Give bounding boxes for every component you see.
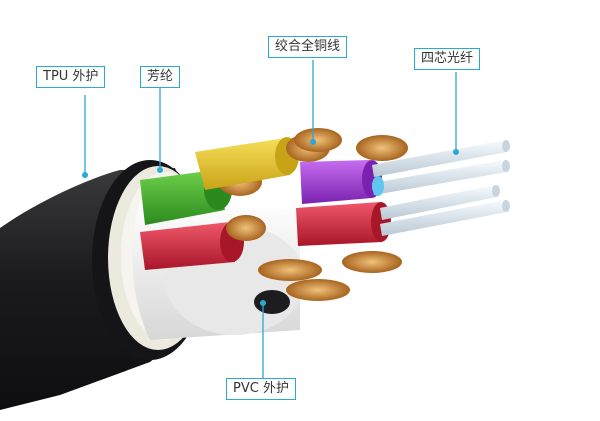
red-conductor-left-copper [226, 215, 266, 241]
label-four-fiber: 四芯光纤 [414, 48, 481, 70]
fiber-1 [372, 140, 507, 177]
fiber-4 [380, 200, 507, 236]
copper-bundle-bottom-2 [342, 251, 402, 273]
label-aramid: 芳纶 [140, 66, 181, 88]
label-pvc-jacket: PVC 外护 [226, 378, 296, 400]
fiber-2-tip [502, 160, 510, 172]
yellow-conductor-insulation [195, 138, 290, 190]
fiber-3 [380, 185, 497, 220]
copper-bundle-bottom-1 [258, 259, 322, 281]
red-conductor-right-insulation [296, 202, 382, 246]
fiber-1-tip [502, 140, 510, 152]
label-tinned-copper: 绞合全铜线 [268, 36, 348, 58]
label-tpu-jacket: TPU 外护 [36, 66, 106, 88]
purple-tube [300, 160, 372, 204]
copper-bundle-bottom-3 [286, 279, 350, 301]
fiber-2 [372, 160, 507, 195]
fiber-4-tip [502, 200, 510, 212]
fiber-blue-marker [372, 176, 384, 196]
black-insulation-end [254, 290, 290, 314]
copper-bundle-top [294, 128, 342, 152]
red-conductor-left-insulation [140, 222, 235, 270]
fiber-3-tip [492, 185, 500, 197]
copper-bundle-top-right [356, 135, 408, 161]
